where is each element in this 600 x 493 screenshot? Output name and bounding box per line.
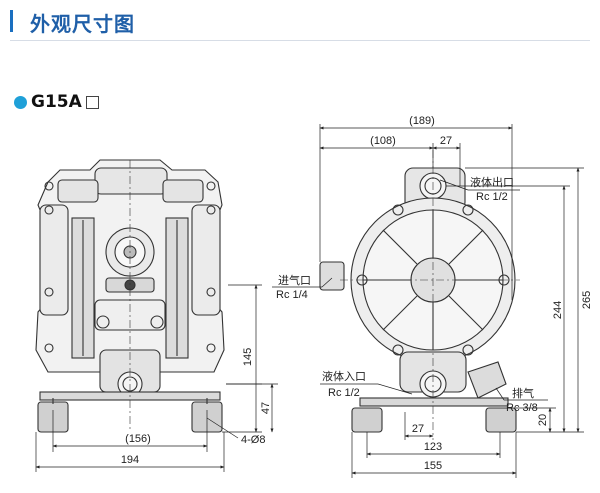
bullet-dot-icon — [14, 95, 27, 109]
dim-20: 20 — [537, 414, 549, 426]
air-inlet-size: Rc 1/4 — [276, 289, 308, 301]
dim-156: (156) — [125, 433, 151, 445]
holes-label: 4-Ø8 — [241, 434, 265, 446]
dim-155: 155 — [424, 460, 442, 472]
side-view-dimensions — [272, 124, 584, 478]
dim-27-top: 27 — [440, 135, 452, 147]
dim-265: 265 — [581, 291, 593, 309]
dim-244: 244 — [552, 301, 564, 319]
checkbox-icon — [85, 95, 99, 109]
header-divider — [10, 40, 590, 41]
page-title: 外观尺寸图 — [30, 12, 135, 36]
outlet-label: 液体出口 — [470, 175, 514, 189]
header-accent-bar — [10, 10, 13, 32]
model-label: G15A — [14, 92, 99, 112]
inlet-label: 液体入口 — [322, 369, 366, 383]
front-view-dimensions — [35, 284, 278, 472]
dim-108: (108) — [370, 135, 396, 147]
dim-194: 194 — [121, 454, 139, 466]
side-view-drawing — [319, 150, 520, 440]
dim-145: 145 — [242, 348, 254, 366]
exhaust-label: 排气 — [512, 386, 534, 400]
dim-27-bottom: 27 — [412, 423, 424, 435]
inlet-size: Rc 1/2 — [328, 387, 360, 399]
model-name: G15A — [31, 92, 82, 112]
dim-47: 47 — [260, 402, 272, 414]
outlet-size: Rc 1/2 — [476, 191, 508, 203]
dim-123: 123 — [424, 441, 442, 453]
front-view-drawing — [35, 159, 225, 433]
dim-189: (189) — [409, 115, 435, 127]
exhaust-size: Rc 3/8 — [506, 402, 538, 414]
air-inlet-label: 进气口 — [278, 273, 311, 287]
